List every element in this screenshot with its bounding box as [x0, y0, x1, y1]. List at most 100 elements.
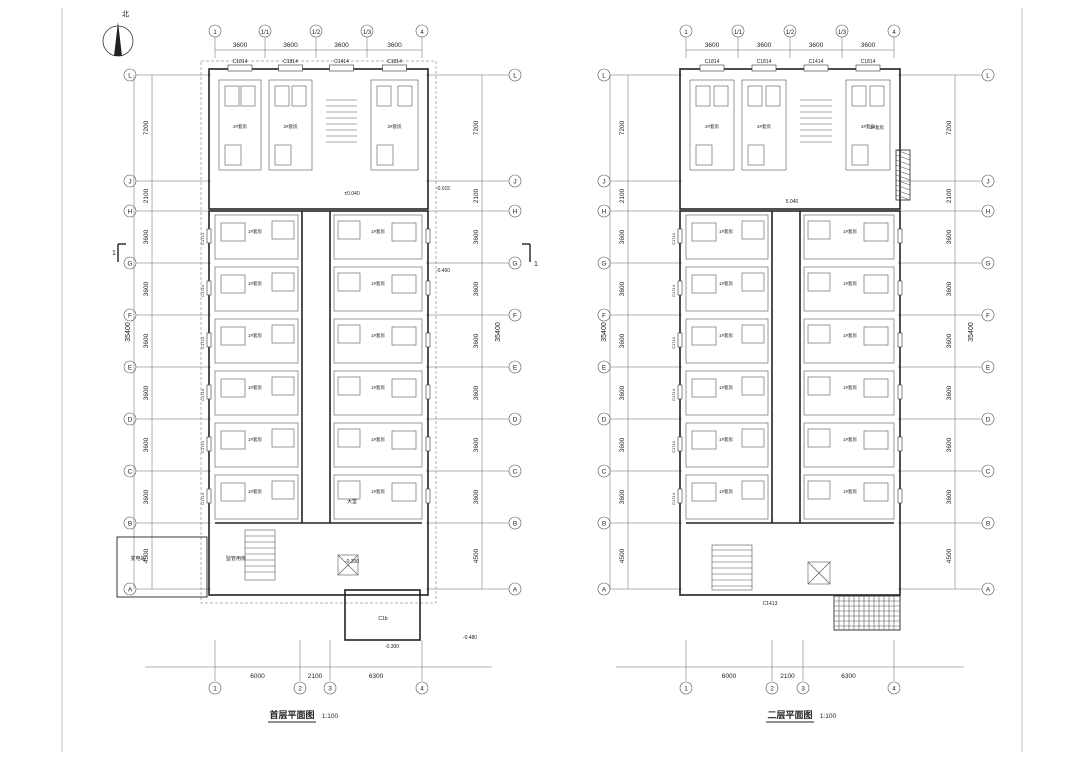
side-window-right: [897, 436, 903, 452]
right-dimension-value: 4500: [473, 548, 480, 563]
north-window-label: C1414: [334, 59, 349, 65]
unit-room-left: [685, 474, 769, 520]
top-dimension-value: 3600: [757, 42, 772, 49]
top-suite-label: 2#套房: [705, 123, 720, 130]
row-axis-label-left: B: [128, 521, 132, 528]
north-window: [803, 64, 829, 72]
main-block-outline: [208, 210, 429, 596]
total-dimension-value: 35400: [601, 322, 608, 342]
side-window-label-left: C1714: [671, 232, 676, 245]
unit-room-right: [333, 214, 423, 260]
left-dimension-value: 3600: [143, 333, 150, 348]
side-window-left: [206, 228, 212, 244]
bottom-axis-bubble: [796, 681, 810, 695]
left-dimension-value: 3600: [619, 437, 626, 452]
unit-bed-left: [220, 430, 246, 450]
wall-hatch: [895, 154, 911, 161]
top-suite-label: 2#套房: [757, 123, 772, 130]
north-window: [699, 64, 725, 72]
unit-label-right: 1#套房: [371, 436, 386, 443]
unit-bed-right: [863, 326, 889, 346]
top-suite-bathroom: [274, 144, 292, 166]
side-window-left: [206, 384, 212, 400]
unit-bed-left: [691, 222, 717, 242]
top-suite-bathroom: [695, 144, 713, 166]
right-dimension-value: 3600: [473, 229, 480, 244]
row-axis-label-left: D: [602, 417, 607, 424]
top-dimension-value: 3600: [705, 42, 720, 49]
unit-room-right: [333, 422, 423, 468]
row-axis-label-right: E: [986, 365, 991, 372]
top-suite-bed: [240, 85, 256, 107]
top-axis-label: 4: [420, 30, 424, 36]
unit-label-left: 1#套房: [248, 228, 263, 235]
left-dimension-value: 3600: [619, 281, 626, 296]
top-suite-bathroom: [376, 144, 394, 166]
unit-room-right: [333, 266, 423, 312]
bottom-axis-bubble: [293, 681, 307, 695]
north-arrow: 北: [102, 10, 134, 57]
row-axis-label-left: F: [128, 313, 132, 320]
bottom-axis-label: 3: [328, 686, 332, 693]
total-dimension-value-right: 35400: [968, 322, 975, 342]
unit-label-left: 1#套房: [719, 488, 734, 495]
top-dimension-value: 3600: [387, 42, 402, 49]
unit-bed-right: [863, 378, 889, 398]
north-window-label: C1814: [233, 59, 248, 65]
site-boundary-dashed: [200, 60, 437, 604]
elevator-cross: [337, 554, 359, 576]
unit-label-right: 1#套房: [371, 488, 386, 495]
row-axis-label-right: J: [986, 179, 989, 186]
unit-bed-right: [391, 274, 417, 294]
total-dimension-value-right: 35400: [495, 322, 502, 342]
top-axis-label: 1: [684, 30, 688, 36]
unit-bathroom-right: [337, 272, 361, 292]
unit-label-left: 1#套房: [248, 436, 263, 443]
unit-label-right: 1#套房: [843, 228, 858, 235]
unit-bed-right: [863, 482, 889, 502]
north-window: [855, 64, 881, 72]
north-block-outline: [208, 68, 429, 210]
lobby-label: 大堂: [347, 498, 357, 505]
side-window-label-left: C1714: [671, 492, 676, 505]
row-axis-label-right: B: [513, 521, 517, 528]
side-window-left: [677, 228, 683, 244]
top-dimension-value: 3600: [861, 42, 876, 49]
unit-bathroom-right: [807, 220, 831, 240]
unit-bed-right: [391, 482, 417, 502]
unit-bed-left: [220, 326, 246, 346]
right-dimension-value: 3600: [473, 385, 480, 400]
side-window-label-left: C1714: [200, 388, 205, 401]
wall-hatch: [895, 169, 911, 176]
left-dimension-value: 3600: [619, 229, 626, 244]
side-window-label-left: C1714: [200, 440, 205, 453]
elevator-cross: [807, 561, 831, 585]
unit-bathroom-left: [271, 324, 295, 344]
unit-bathroom-left: [741, 324, 765, 344]
top-suite-bed: [376, 85, 392, 107]
right-dimension-value: 2100: [946, 188, 953, 203]
elevation-mark: -0.300: [385, 644, 399, 650]
unit-room-right: [803, 318, 895, 364]
unit-room-left: [685, 318, 769, 364]
unit-label-right: 1#套房: [843, 280, 858, 287]
unit-label-right: 1#套房: [843, 332, 858, 339]
top-suite-bed: [695, 85, 711, 107]
wall-hatch: [895, 194, 911, 201]
left-dimension-value: 3600: [619, 489, 626, 504]
unit-bed-left: [220, 222, 246, 242]
unit-room-right: [333, 474, 423, 520]
bottom-dimension-value: 6000: [250, 673, 265, 680]
bottom-dimension-value: 6300: [841, 673, 856, 680]
unit-room-right: [803, 422, 895, 468]
top-suite-bathroom: [851, 144, 869, 166]
unit-label-left: 1#套房: [248, 384, 263, 391]
side-window-right: [425, 228, 431, 244]
top-suite-label: 2#套房: [387, 123, 402, 130]
left-dimension-value: 7200: [619, 120, 626, 135]
right-dimension-value: 7200: [473, 120, 480, 135]
unit-bed-left: [691, 430, 717, 450]
unit-room-left: [685, 422, 769, 468]
north-window: [751, 64, 777, 72]
